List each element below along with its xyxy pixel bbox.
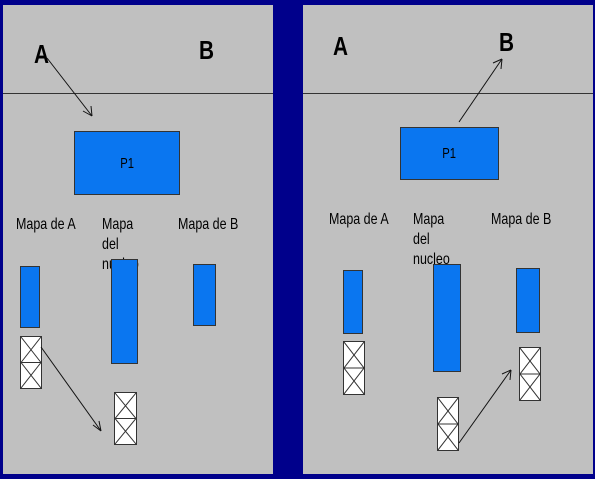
divider-line	[3, 93, 273, 94]
page-frame	[114, 392, 137, 445]
map-nucleus-label: Mapa del nucleo	[413, 211, 450, 268]
map-b-label: Mapa de B	[491, 211, 552, 228]
p1-box: P1	[74, 131, 180, 195]
map-b-block	[516, 268, 540, 333]
page-frame	[437, 397, 459, 451]
map-a-block	[343, 270, 363, 334]
page-frame	[20, 336, 42, 389]
map-a-label: Mapa de A	[329, 211, 389, 228]
map-b-block	[193, 264, 216, 326]
divider-line	[303, 93, 593, 94]
process-a-label: A	[34, 39, 50, 69]
right-panel: A B P1 Mapa de A Mapa del nucleo Mapa de…	[303, 5, 593, 474]
map-a-label: Mapa de A	[16, 216, 76, 233]
left-panel: A B P1 Mapa de A Mapa del nucleo Mapa de…	[3, 5, 273, 474]
p1-label: P1	[120, 154, 134, 172]
process-b-label: B	[499, 27, 515, 57]
process-b-label: B	[199, 35, 215, 65]
map-nucleus-block	[433, 264, 461, 372]
map-nucleus-block	[111, 259, 138, 364]
page-frame	[519, 347, 541, 401]
map-a-block	[20, 266, 40, 328]
p1-box: P1	[400, 127, 499, 180]
page-frame	[343, 341, 365, 395]
map-b-label: Mapa de B	[178, 216, 239, 233]
process-a-label: A	[333, 31, 349, 61]
p1-label: P1	[442, 145, 457, 162]
